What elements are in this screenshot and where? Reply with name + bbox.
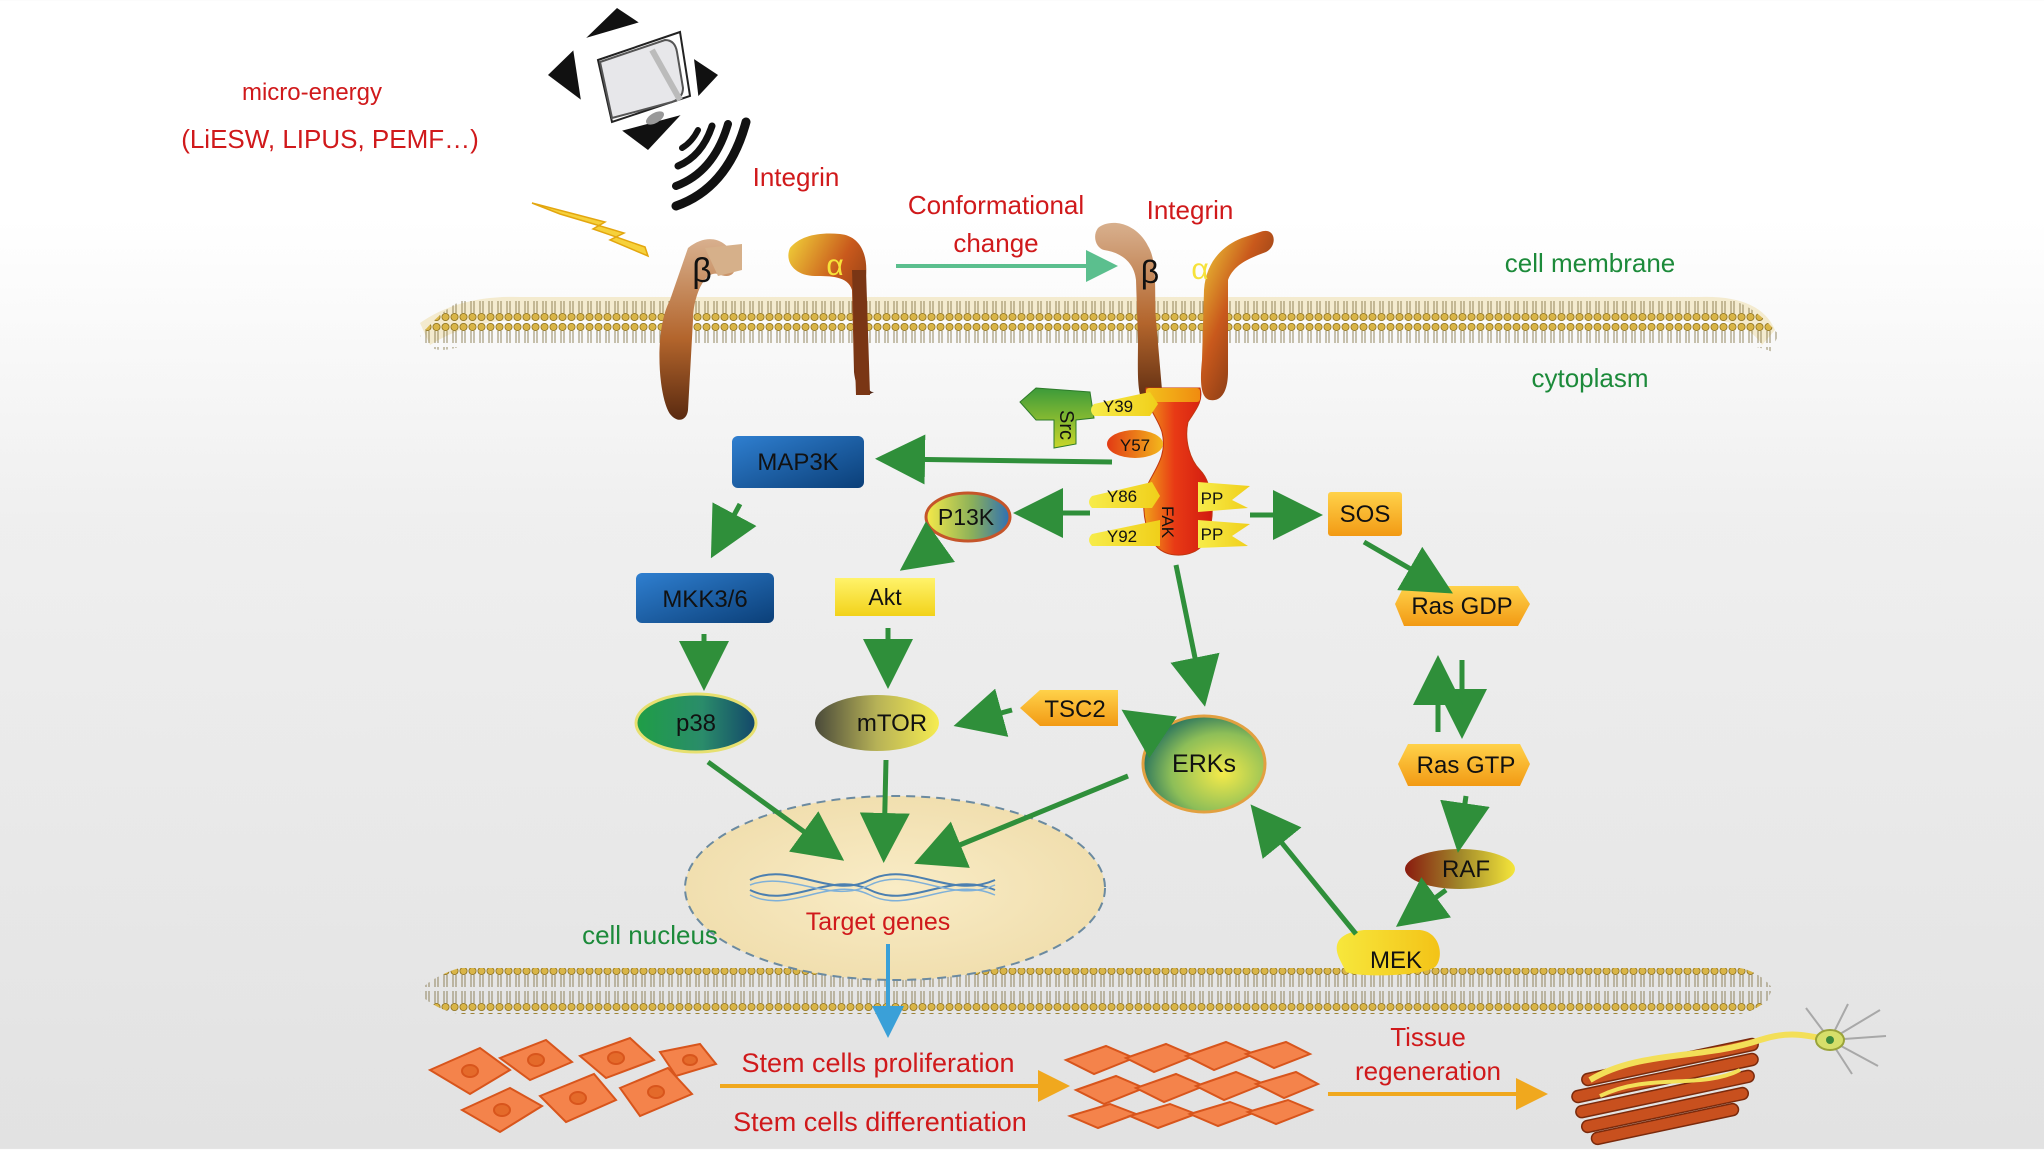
map3k-label: MAP3K: [757, 449, 838, 476]
tsc2-node: [1020, 690, 1118, 726]
mtor-label: mTOR: [857, 710, 927, 737]
arrow-erks-nucleus: [914, 773, 1129, 868]
fak-site-pp2: [1198, 520, 1250, 548]
arrow-p13k-akt: [899, 521, 956, 571]
wave-emission-icon: [671, 117, 751, 211]
integrin-left-alpha: α: [826, 249, 843, 282]
arrow-mtor-nucleus: [859, 759, 910, 863]
fak-label: FAK: [1158, 506, 1177, 539]
shockwave-probe-icon: [548, 8, 718, 150]
integrin-left: [659, 233, 874, 420]
y39-label: Y39: [1103, 397, 1133, 416]
fak-site-y57: [1107, 430, 1163, 458]
ras-gdp-node: [1395, 586, 1530, 626]
src-label: Src: [1055, 410, 1077, 440]
pp1-label: PP: [1201, 489, 1224, 508]
cell-membrane-label: cell membrane: [1505, 248, 1676, 278]
dna-helix-icon: [749, 873, 996, 902]
mkk-label: MKK3/6: [662, 586, 747, 613]
tsc2-label: TSC2: [1044, 696, 1105, 723]
integrin-right-label: Integrin: [1147, 195, 1234, 225]
p13k-label: P13K: [938, 504, 995, 530]
integrin-left-label: Integrin: [753, 162, 840, 192]
y92-label: Y92: [1107, 527, 1137, 546]
cell-nucleus: [684, 795, 1106, 981]
integrin-right-alpha: α: [1191, 253, 1208, 286]
raf-label: RAF: [1442, 856, 1490, 883]
cell-nucleus-label: cell nucleus: [582, 920, 718, 950]
integrin-left-beta: β: [692, 252, 712, 290]
arrow-mek-erks: [1250, 804, 1358, 936]
akt-node: [835, 578, 935, 616]
mek-node: [1336, 930, 1440, 976]
arrow-tsc2-mtor: [953, 688, 1013, 737]
sos-label: SOS: [1340, 501, 1391, 528]
erks-label: ERKs: [1172, 750, 1236, 778]
arrow-sos-rasgdp: [1362, 539, 1453, 594]
stem-cells-group: [427, 1036, 718, 1134]
cytoplasm-label: cytoplasm: [1531, 363, 1648, 393]
ras-gtp-label: Ras GTP: [1417, 752, 1516, 779]
ras-gtp-node: [1398, 744, 1530, 786]
target-genes-label: Target genes: [806, 908, 951, 936]
tissue-label: Tissue: [1390, 1022, 1466, 1052]
map3k-node: [732, 436, 864, 488]
mtor-node: [815, 695, 939, 751]
mkk-node: [636, 573, 774, 623]
cell-membrane: [420, 296, 1778, 352]
change-label: change: [953, 228, 1038, 258]
y57-label: Y57: [1120, 436, 1150, 455]
arrow-map3k-mkk: [710, 502, 757, 559]
fak-site-y39: [1091, 392, 1158, 416]
differentiation-label: Stem cells differentiation: [733, 1107, 1027, 1137]
arrow-rasgtp-raf: [1440, 795, 1490, 853]
arrow-fak-erks: [1170, 564, 1220, 707]
p38-label: p38: [676, 710, 716, 737]
pp2-label: PP: [1201, 525, 1224, 544]
fak-site-y86: [1089, 482, 1160, 508]
integrin-right-beta: β: [1141, 254, 1159, 290]
fak-site-y92: [1089, 520, 1160, 546]
fak-kinase: [1143, 387, 1213, 556]
regenerated-tissue-icon: [1571, 1003, 1887, 1146]
pathway-arrows: [679, 434, 1490, 936]
arrow-p38-nucleus: [706, 759, 845, 861]
regeneration-label: regeneration: [1355, 1056, 1501, 1086]
fak-site-pp1: [1198, 482, 1250, 512]
integrin-right: [1095, 222, 1274, 406]
arrow-fak-map3k: [875, 434, 1113, 485]
stimulus-subtitle: (LiESW, LIPUS, PEMF…): [181, 124, 479, 154]
src-kinase: [1019, 387, 1095, 449]
nuclear-membrane: [420, 968, 1772, 1014]
proliferated-cells-group: [1063, 1040, 1321, 1130]
conformational-label: Conformational: [908, 190, 1084, 220]
arrow-erks-tsc2: [1121, 709, 1177, 759]
sos-node: [1328, 492, 1402, 536]
p38-node: [634, 692, 758, 754]
y86-label: Y86: [1107, 487, 1137, 506]
arrow-raf-mek: [1395, 877, 1452, 927]
akt-label: Akt: [868, 584, 902, 610]
stimulus-title: micro-energy: [242, 79, 382, 106]
proliferation-label: Stem cells proliferation: [741, 1048, 1014, 1078]
ras-gdp-label: Ras GDP: [1411, 593, 1512, 620]
mek-label: MEK: [1370, 947, 1422, 974]
lightning-icon: [531, 202, 650, 258]
